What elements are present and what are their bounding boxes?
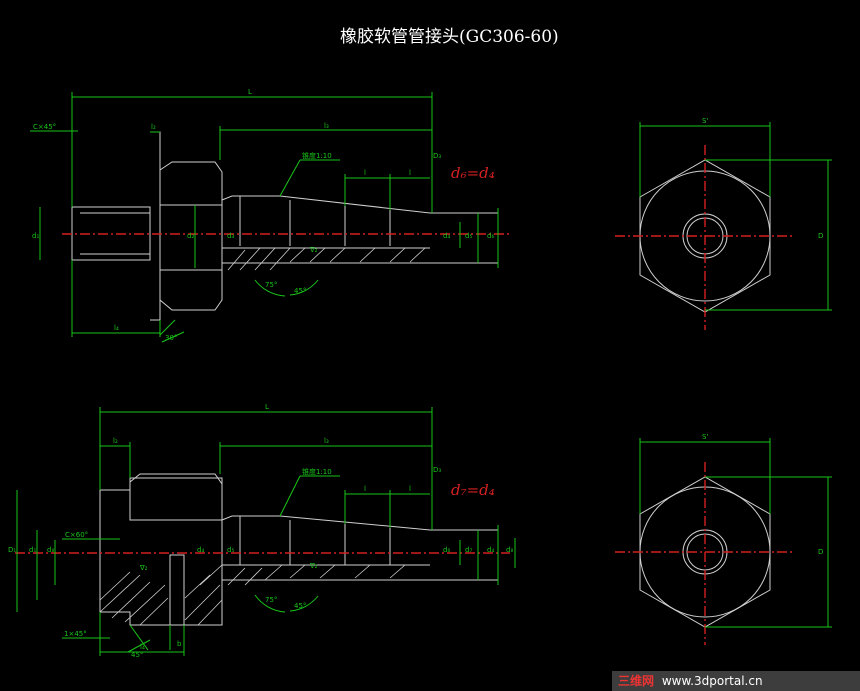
hex-nut-outline [159, 161, 223, 311]
side-view-top: S' D [615, 117, 832, 330]
d8b-label-bottom: d₈ [506, 546, 513, 554]
dim-L-label: L [248, 88, 252, 96]
collar-outline [150, 131, 161, 321]
drawing-title: 橡胶软管管接头(GC306-60) [340, 27, 559, 47]
l4-label: l₄ [114, 324, 119, 332]
d4-label: d₄ [443, 232, 450, 240]
D-label-top: D [818, 232, 823, 240]
hose-barb-outline [221, 195, 499, 264]
d2-label: d₂ [187, 232, 194, 240]
d1-label-bottom: d₁ [29, 546, 36, 554]
dim-l-label-2: l [409, 169, 411, 177]
d1-label: d₁ [32, 232, 39, 240]
dim-l-label-b1: l [364, 485, 366, 493]
d5-label-bottom: d₅ [227, 546, 234, 554]
D1-label: D₁ [8, 546, 16, 554]
watermark-cn: 三维网 [618, 674, 655, 688]
bottom-equation: d₇=d₄ [451, 481, 495, 499]
dim-L-label-bottom: L [265, 403, 269, 411]
bottom-part: L l₃ l₂ l l 锥度1:10 D₃ d₇=d₄ D₁ d₁ d₈ C×6… [8, 403, 516, 659]
angle75-label: 75° [265, 281, 277, 289]
d6-label: d₆ [487, 232, 494, 240]
angle45b-label: 45° [131, 651, 143, 659]
D3-label-bottom: D₃ [433, 466, 441, 474]
chamfer-label-bottom: C×60° [65, 531, 88, 539]
barb-ridges [239, 196, 391, 246]
S-label-bottom: S' [702, 433, 708, 441]
dim-l-label-1: l [364, 169, 366, 177]
nabla-label: ∇₂ [309, 246, 318, 254]
dim-l2-label-bottom: l₂ [113, 437, 118, 445]
d5-label: d₅ [465, 232, 472, 240]
d4-label-bottom: d₄ [197, 546, 204, 554]
d8-label: d₈ [47, 546, 54, 554]
l4-label-bottom: l₄ [140, 643, 145, 651]
chamfer-label: C×45° [33, 123, 56, 131]
dim-l2-label: l₂ [151, 123, 156, 131]
section-hatch-bottom [99, 554, 406, 626]
top-equation: d₆=d₄ [451, 164, 495, 182]
taper-label-bottom: 锥度1:10 [302, 467, 332, 476]
angle30-label: 30° [165, 334, 177, 342]
hose-barb-outline-bottom [221, 515, 499, 581]
S-label-top: S' [702, 117, 708, 125]
nabla-label-bottom-2: ∇₂ [139, 564, 148, 572]
hex-nut-outline-bottom [129, 473, 223, 521]
dim-l-label-b2: l [409, 485, 411, 493]
dim-l3-label-bottom: l₃ [324, 437, 329, 445]
d4b-label-bottom: d₄ [487, 546, 494, 554]
d7-label-bottom: d₇ [465, 546, 472, 554]
taper-label: 锥度1:10 [302, 151, 332, 160]
section-hatch-top [222, 247, 430, 271]
watermark-url: www.3dportal.cn [661, 674, 763, 688]
D3-label: D₃ [433, 152, 441, 160]
chamfer2-label: 1×45° [64, 630, 87, 638]
angle75-label-bottom: 75° [265, 596, 277, 604]
angle45-label: 45° [294, 287, 306, 295]
dim-l3-label: l₃ [324, 122, 329, 130]
d3-label: d₃ [227, 232, 234, 240]
side-view-bottom: S' D [615, 433, 832, 645]
watermark: 三维网 www.3dportal.cn [612, 671, 860, 691]
nabla-label-bottom: ∇₂ [309, 562, 318, 570]
barb-ridges-bottom [239, 516, 391, 565]
top-part: L l₃ l₂ C×45° l l 锥度1:10 D₃ d₁ d₂ d₃ d₄ … [30, 88, 510, 343]
D-label-bottom: D [818, 548, 823, 556]
angle45-label-bottom: 45° [294, 602, 306, 610]
thread-stub-outline [71, 206, 151, 261]
b-label: b [177, 640, 182, 648]
d6-label-bottom: d₆ [443, 546, 450, 554]
